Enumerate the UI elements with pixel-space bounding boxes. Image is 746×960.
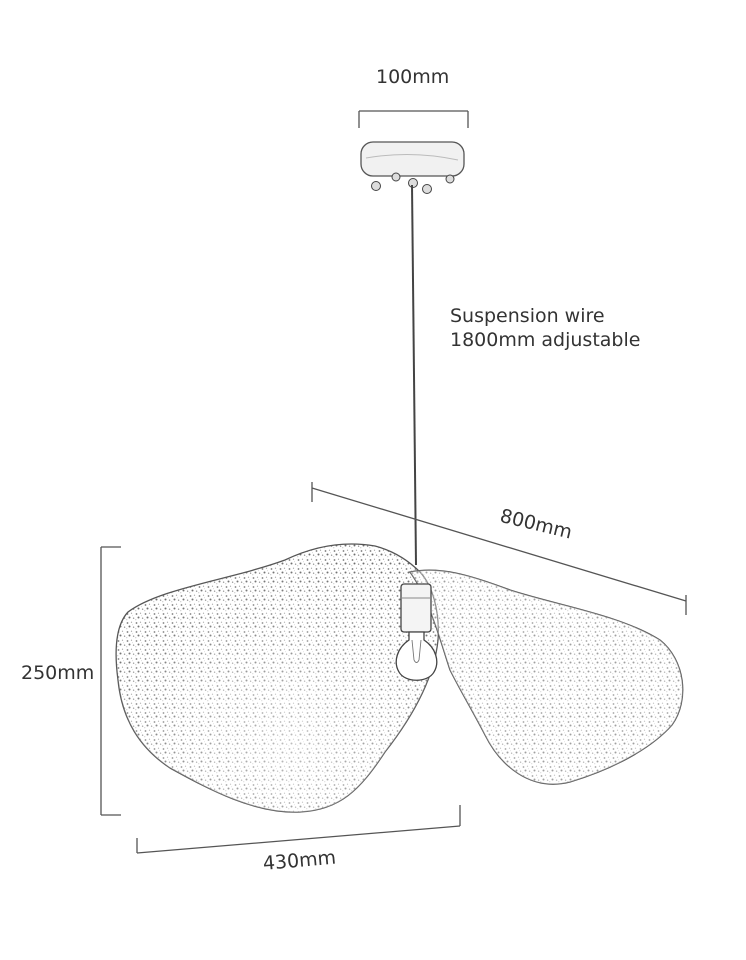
- height-bracket: [100, 546, 121, 816]
- suspension-wire-label: Suspension wire 1800mm adjustable: [450, 305, 640, 353]
- canopy-width-bracket: [358, 110, 469, 128]
- overall-width-dimension-line: [311, 482, 687, 615]
- light-bulb-icon: [395, 631, 438, 681]
- bulb-socket: [400, 583, 432, 633]
- wire-label-line-2: 1800mm adjustable: [450, 328, 641, 351]
- lamp-shade-right: [408, 569, 684, 785]
- ceiling-canopy: [360, 141, 465, 194]
- height-label: 250mm: [21, 662, 95, 684]
- canopy-screws: [371, 172, 455, 194]
- suspension-wire: [411, 184, 417, 566]
- canopy-width-label: 100mm: [376, 66, 450, 88]
- shade-width-bracket: [136, 805, 461, 854]
- wire-label-line-1: Suspension wire: [450, 305, 605, 327]
- lamp-shade-left: [115, 543, 439, 813]
